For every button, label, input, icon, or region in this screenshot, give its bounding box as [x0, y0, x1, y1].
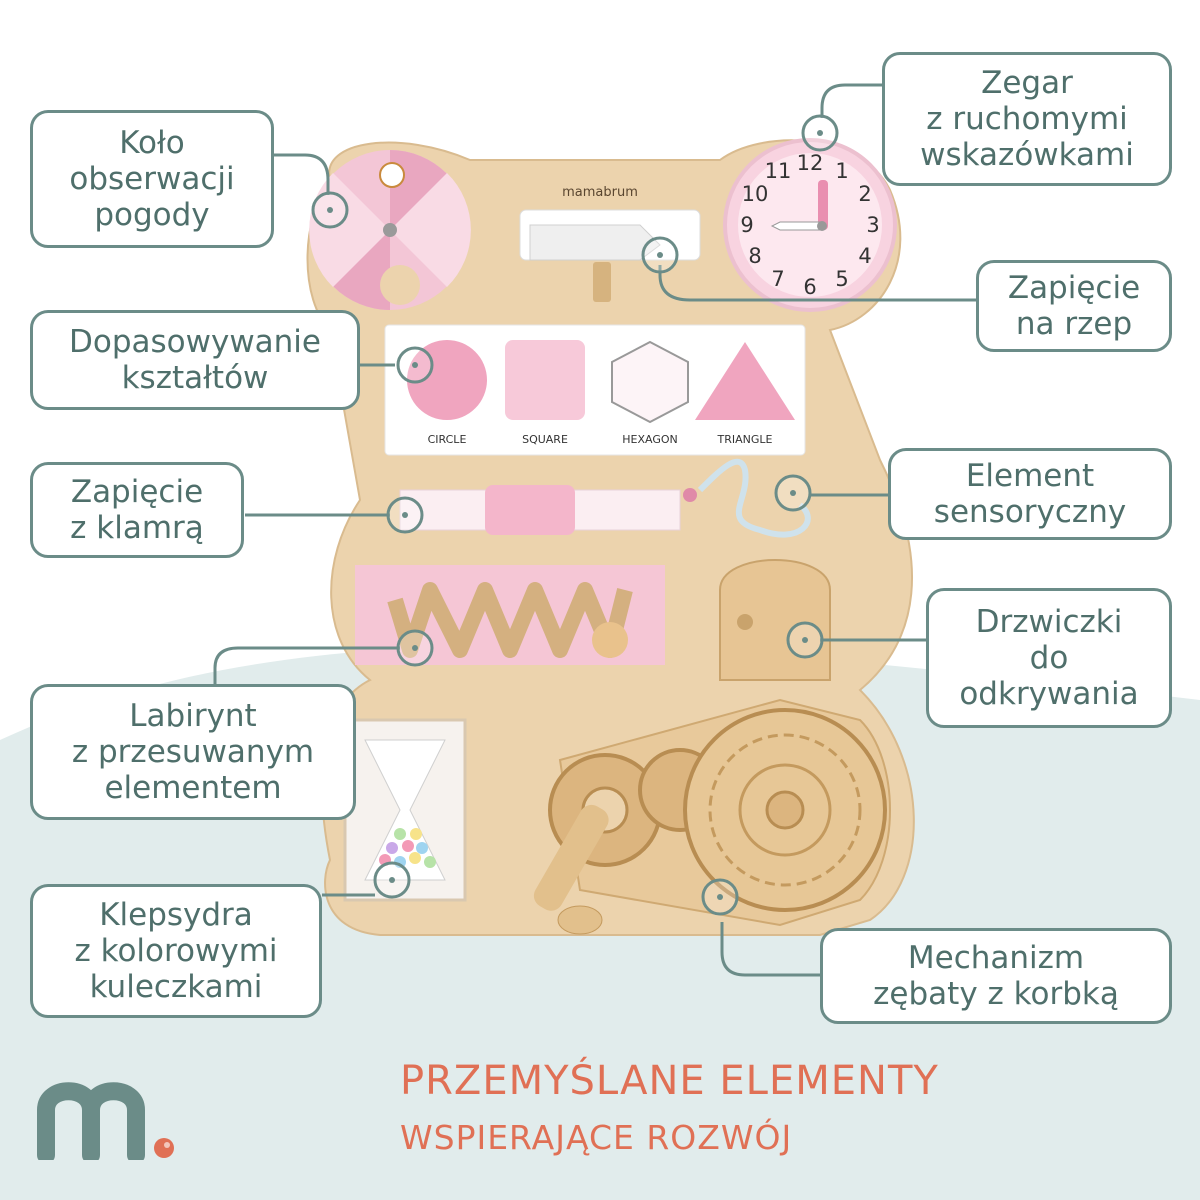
- footer-subline: WSPIERAJĄCE ROZWÓJ: [400, 1118, 793, 1157]
- connector-maze: [213, 646, 400, 725]
- clock-number-4: 4: [858, 244, 871, 268]
- callout-buckle: Zapięcie z klamrą: [30, 462, 244, 558]
- shape-label-circle: CIRCLE: [428, 433, 467, 446]
- callout-maze-line-2: z przesuwanym: [71, 734, 315, 770]
- clock-number-7: 7: [771, 267, 784, 291]
- gear-mechanism: [533, 698, 891, 935]
- callout-door-line-1: Drzwiczki: [975, 604, 1123, 640]
- clock-number-5: 5: [835, 267, 848, 291]
- connector-gears: [720, 922, 822, 977]
- callout-clock-line-2: z ruchomymi: [926, 101, 1128, 137]
- callout-maze: Labirynt z przesuwanym elementem: [30, 684, 356, 820]
- callout-sensory-line-2: sensoryczny: [933, 494, 1127, 530]
- shape-label-triangle: TRIANGLE: [717, 433, 773, 446]
- callout-velcro-line-1: Zapięcie: [1007, 270, 1141, 306]
- callout-hourglass-line-1: Klepsydra: [99, 897, 253, 933]
- clock-number-2: 2: [858, 182, 871, 206]
- callout-hourglass-line-2: z kolorowymi: [74, 933, 278, 969]
- little-door: [719, 559, 831, 681]
- callout-shapes: Dopasowywanie kształtów: [30, 310, 360, 410]
- weather-wheel: [309, 150, 471, 310]
- shape-sorter-panel: CIRCLE SQUARE HEXAGON TRIANGLE: [384, 324, 806, 456]
- callout-buckle-line-1: Zapięcie: [70, 474, 204, 510]
- callout-hourglass-line-3: kuleczkami: [89, 969, 263, 1005]
- clock-number-9: 9: [740, 213, 753, 237]
- clock-number-3: 3: [866, 213, 879, 237]
- callout-door-line-3: odkrywania: [959, 676, 1139, 712]
- callout-hourglass: Klepsydra z kolorowymi kuleczkami: [30, 884, 322, 1018]
- clock-number-8: 8: [748, 244, 761, 268]
- callout-door: Drzwiczki do odkrywania: [926, 588, 1172, 728]
- connector-weather: [272, 153, 330, 195]
- callout-buckle-line-2: z klamrą: [70, 510, 204, 546]
- clock-number-10: 10: [742, 182, 769, 206]
- clock: 12 1 2 3 4 5 6 7 8 9 10 11: [723, 138, 897, 312]
- callout-velcro: Zapięcie na rzep: [976, 260, 1172, 352]
- buckle-strap: [399, 458, 811, 538]
- clock-number-11: 11: [765, 159, 792, 183]
- callout-clock: Zegar z ruchomymi wskazówkami: [882, 52, 1172, 186]
- clock-number-1: 1: [835, 159, 848, 183]
- clock-number-12: 12: [797, 151, 824, 175]
- callout-clock-line-1: Zegar: [981, 65, 1073, 101]
- callout-velcro-line-2: na rzep: [1015, 306, 1133, 342]
- callout-gears-line-1: Mechanizm: [907, 940, 1085, 976]
- callout-weather-wheel: Koło obserwacji pogody: [30, 110, 274, 248]
- shape-label-square: SQUARE: [522, 433, 568, 446]
- callout-maze-line-3: elementem: [104, 770, 282, 806]
- callout-shapes-line-1: Dopasowywanie: [68, 324, 321, 360]
- callout-gears-line-2: zębaty z korbką: [873, 976, 1119, 1012]
- footer-headline: PRZEMYŚLANE ELEMENTY: [400, 1058, 939, 1104]
- callout-clock-line-3: wskazówkami: [920, 137, 1134, 173]
- clock-number-6: 6: [803, 275, 816, 299]
- brand-logo: [37, 1082, 174, 1160]
- callout-weather-wheel-line-3: pogody: [94, 197, 210, 233]
- velcro-strap: [519, 209, 701, 302]
- connector-clock: [820, 83, 883, 118]
- maze-panel: [355, 565, 665, 665]
- callout-shapes-line-2: kształtów: [121, 360, 269, 396]
- shape-label-hexagon: HEXAGON: [622, 433, 678, 446]
- callout-weather-wheel-line-1: Koło: [119, 125, 185, 161]
- callout-gears: Mechanizm zębaty z korbką: [820, 928, 1172, 1024]
- callout-maze-line-1: Labirynt: [129, 698, 257, 734]
- callout-sensory: Element sensoryczny: [888, 448, 1172, 540]
- brand-text: mamabrum: [562, 185, 638, 200]
- callout-weather-wheel-line-2: obserwacji: [69, 161, 235, 197]
- markers: [311, 114, 839, 916]
- connector-velcro: [658, 265, 978, 302]
- callout-door-line-2: do: [1029, 640, 1069, 676]
- callout-sensory-line-1: Element: [965, 458, 1095, 494]
